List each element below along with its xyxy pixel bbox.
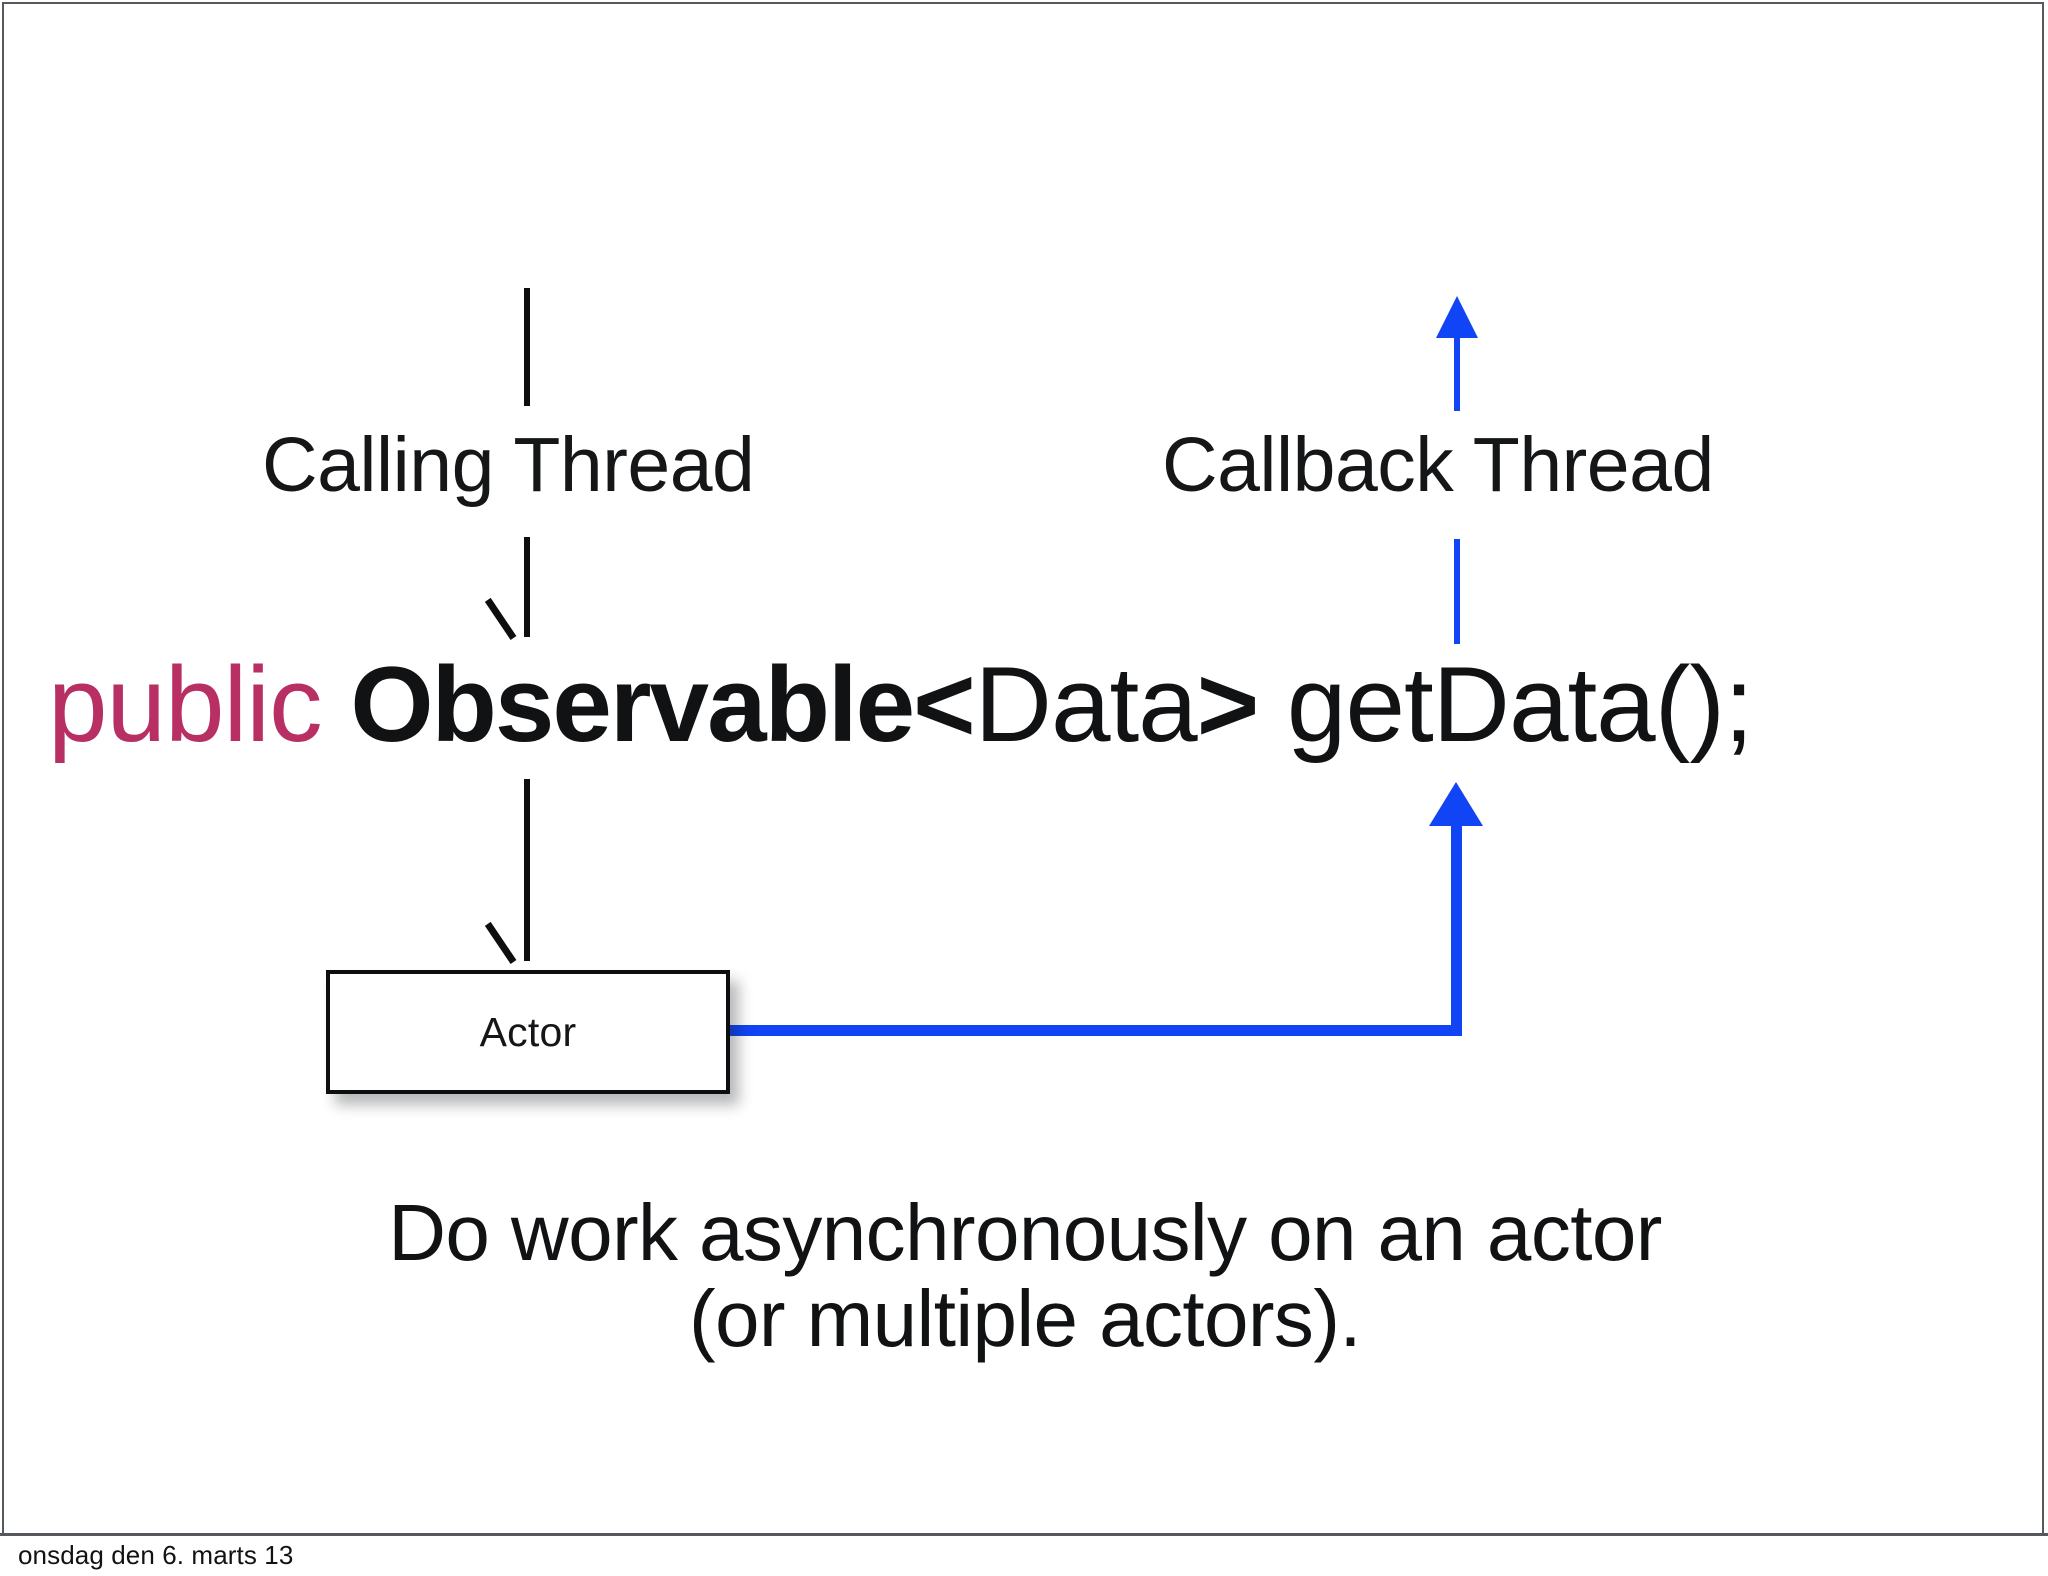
code-close-angle: >	[1196, 644, 1259, 764]
caption-line-1: Do work asynchronously on an actor	[388, 1188, 1662, 1277]
code-type-observable: Observable	[350, 644, 915, 764]
code-space	[322, 644, 351, 764]
calling-thread-arrowhead-upper	[484, 597, 517, 640]
footer-date: onsdag den 6. marts 13	[18, 1540, 294, 1570]
calling-thread-arrowhead-lower	[484, 921, 517, 964]
code-keyword-public: public	[48, 644, 323, 764]
code-signature: public Observable<Data> getData();	[48, 651, 1754, 758]
slide-canvas: Calling Thread Callback Thread public Ob…	[2, 2, 2044, 1533]
callback-thread-line-middle	[1454, 539, 1460, 644]
callback-return-horizontal-segment	[668, 1025, 1462, 1036]
code-open-angle: <	[913, 644, 975, 764]
actor-box-label: Actor	[479, 1008, 577, 1055]
callback-return-vertical-segment	[1451, 816, 1462, 1032]
caption-block: Do work asynchronously on an actor (or m…	[4, 1190, 2046, 1361]
code-generic-param: Data	[974, 644, 1198, 764]
calling-thread-line-lower	[524, 779, 530, 961]
footer-divider	[0, 1533, 2048, 1536]
callback-thread-label: Callback Thread	[1162, 422, 1714, 508]
callback-thread-line-upper	[1454, 329, 1460, 411]
code-method-name: getData();	[1258, 644, 1754, 764]
actor-box[interactable]: Actor	[326, 970, 730, 1094]
calling-thread-line-middle	[524, 537, 530, 637]
caption-line-2: (or multiple actors).	[688, 1273, 1362, 1363]
calling-thread-line-upper	[524, 288, 530, 406]
calling-thread-label: Calling Thread	[262, 422, 755, 508]
